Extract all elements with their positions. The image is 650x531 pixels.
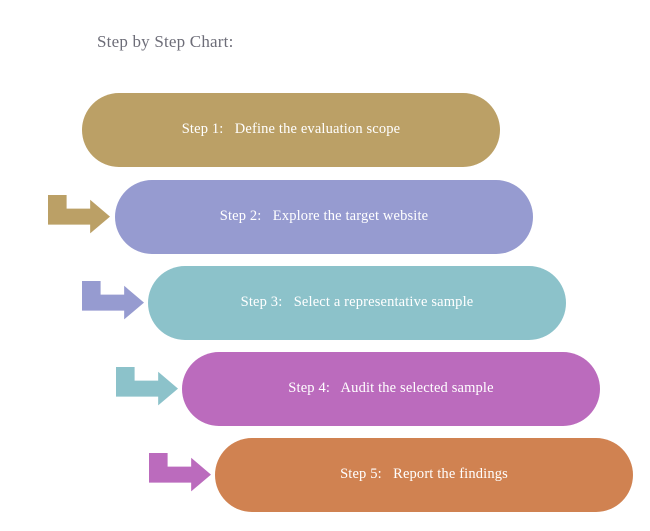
step-label-3: Step 3: Select a representative sample [240,294,474,311]
step-bar-1[interactable]: Step 1: Define the evaluation scope [82,93,500,167]
step-flow-arrow-icon [116,367,178,407]
step-label-1: Step 1: Define the evaluation scope [181,121,401,138]
step-flow-arrow-icon [149,453,211,493]
step-flow-arrow-icon [82,281,144,321]
step-label-2: Step 2: Explore the target website [219,208,429,225]
step-bar-3[interactable]: Step 3: Select a representative sample [148,266,566,340]
step-bar-5[interactable]: Step 5: Report the findings [215,438,633,512]
step-flow-arrow-icon [48,195,110,235]
step-label-5: Step 5: Report the findings [340,466,508,483]
chart-title: Step by Step Chart: [97,32,234,51]
step-bar-4[interactable]: Step 4: Audit the selected sample [182,352,600,426]
step-label-4: Step 4: Audit the selected sample [288,380,494,397]
step-bar-2[interactable]: Step 2: Explore the target website [115,180,533,254]
